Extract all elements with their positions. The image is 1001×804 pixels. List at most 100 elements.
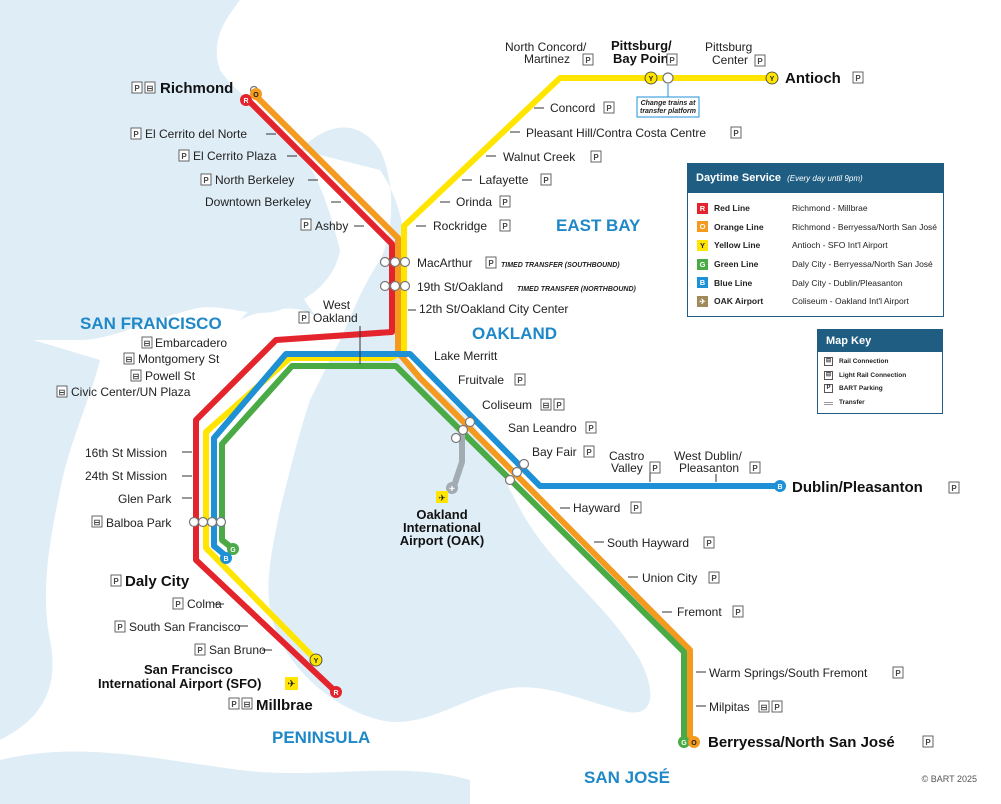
transfer-marker <box>389 256 401 268</box>
svg-text:Ashby: Ashby <box>315 219 348 233</box>
svg-text:Colma: Colma <box>187 597 222 611</box>
line-badge-icon: R <box>697 202 708 214</box>
station-bay-fair[interactable]: Bay Fair P <box>532 445 595 459</box>
svg-text:P: P <box>543 176 549 185</box>
station-ashby[interactable]: P Ashby <box>300 218 348 233</box>
station-macarthur[interactable]: MacArthur P TIMED TRANSFER (SOUTHBOUND) <box>417 256 620 270</box>
station-coliseum[interactable]: Coliseum ⊟ P <box>482 398 565 412</box>
station-montgomery[interactable]: ⊟ Montgomery St <box>123 352 220 366</box>
station-balboa-park[interactable]: ⊟ Balboa Park <box>91 515 172 530</box>
parking-icon: P <box>708 571 720 584</box>
station-dublin-pleasanton[interactable]: Dublin/Pleasanton P <box>792 479 960 496</box>
station-west-oakland[interactable]: West P Oakland <box>298 298 358 325</box>
svg-text:Walnut Creek: Walnut Creek <box>503 150 576 164</box>
station-berryessa[interactable]: Berryessa/North San José P <box>708 734 934 751</box>
svg-text:⊟: ⊟ <box>126 355 133 364</box>
station-west-dublin[interactable]: West Dublin/ Pleasanton P <box>674 449 761 475</box>
parking-icon: P <box>948 481 960 494</box>
svg-text:Rockridge: Rockridge <box>433 219 487 233</box>
station-pittsburg-bay-point[interactable]: Pittsburg/ Bay Point P <box>611 38 678 66</box>
station-orinda[interactable]: Orinda P <box>456 195 511 209</box>
line-badge-icon: B <box>697 277 708 289</box>
svg-text:G: G <box>230 547 236 554</box>
station-san-bruno[interactable]: P San Bruno <box>194 643 266 657</box>
station-el-cerrito-del-norte[interactable]: P El Cerrito del Norte <box>130 127 247 141</box>
svg-text:P: P <box>181 152 187 161</box>
station-pittsburg-center[interactable]: Pittsburg Center P <box>705 40 766 67</box>
rail-connection-icon: ⊟ <box>144 81 156 94</box>
light-rail-icon: ⊟ <box>758 700 770 713</box>
svg-text:P: P <box>134 84 140 93</box>
station-oakland-airport[interactable]: ✈ Oakland International Airport (OAK) <box>400 491 485 548</box>
station-glen-park[interactable]: Glen Park <box>118 492 172 506</box>
svg-text:P: P <box>197 646 203 655</box>
station-pleasant-hill[interactable]: Pleasant Hill/Contra Costa Centre P <box>526 126 742 140</box>
svg-text:P: P <box>133 130 139 139</box>
station-antioch[interactable]: Antioch P <box>785 70 864 87</box>
station-millbrae[interactable]: P ⊟ Millbrae <box>228 697 313 714</box>
parking-icon: P <box>590 150 602 163</box>
station-warm-springs[interactable]: Warm Springs/South Fremont P <box>709 666 904 680</box>
svg-text:P: P <box>733 129 739 138</box>
svg-text:P: P <box>774 703 780 712</box>
svg-text:B: B <box>223 556 228 563</box>
svg-text:Milpitas: Milpitas <box>709 700 750 714</box>
station-12th-st-oakland[interactable]: 12th St/Oakland City Center <box>419 302 568 316</box>
daytime-service-header: Daytime Service (Every day until 9pm) <box>688 164 943 193</box>
transfer-marker <box>511 466 523 478</box>
parking-icon: P <box>200 173 212 186</box>
station-24th-st-mission[interactable]: 24th St Mission <box>85 469 167 483</box>
station-downtown-berkeley[interactable]: Downtown Berkeley <box>205 195 311 209</box>
station-walnut-creek[interactable]: Walnut Creek P <box>503 150 602 164</box>
station-lafayette[interactable]: Lafayette P <box>479 173 552 187</box>
svg-text:⊟: ⊟ <box>543 401 550 410</box>
svg-text:P: P <box>951 484 957 493</box>
svg-text:Pittsburg/: Pittsburg/ <box>611 38 672 53</box>
station-colma[interactable]: P Colma <box>172 597 222 611</box>
badge-green-daly: G <box>227 543 239 555</box>
svg-text:Oakland: Oakland <box>313 311 358 325</box>
station-19th-st-oakland[interactable]: 19th St/Oakland TIMED TRANSFER (NORTHBOU… <box>417 280 637 294</box>
station-south-san-francisco[interactable]: P South San Francisco <box>114 620 241 634</box>
region-labels: SAN FRANCISCO EAST BAY OAKLAND PENINSULA… <box>80 216 670 787</box>
parking-icon: P <box>922 735 934 748</box>
svg-text:Change trains at: Change trains at <box>641 100 697 107</box>
svg-text:Antioch: Antioch <box>785 70 841 87</box>
station-daly-city[interactable]: P Daly City <box>110 573 190 590</box>
light-rail-icon: ⊟ <box>824 370 833 380</box>
station-powell[interactable]: ⊟ Powell St <box>130 369 196 383</box>
station-hayward[interactable]: Hayward P <box>573 501 642 515</box>
svg-text:P: P <box>757 57 763 66</box>
station-rockridge[interactable]: Rockridge P <box>433 219 511 233</box>
station-milpitas[interactable]: Milpitas ⊟ P <box>709 700 783 714</box>
station-concord[interactable]: Concord P <box>550 101 615 115</box>
station-labels[interactable]: P ⊟ Richmond P El Cerrito del Norte P El… <box>56 38 960 751</box>
station-lake-merritt[interactable]: Lake Merritt <box>434 349 498 363</box>
station-el-cerrito-plaza[interactable]: P El Cerrito Plaza <box>178 149 277 163</box>
line-route: Richmond - Berryessa/North San José <box>792 221 938 232</box>
station-north-berkeley[interactable]: P North Berkeley <box>200 173 294 187</box>
station-fremont[interactable]: Fremont P <box>677 605 744 619</box>
parking-icon: P <box>178 149 190 162</box>
parking-icon: P <box>666 53 678 66</box>
station-castro-valley[interactable]: Castro Valley P <box>609 449 661 475</box>
station-sfo[interactable]: San Francisco International Airport (SFO… <box>98 662 298 691</box>
station-union-city[interactable]: Union City P <box>642 571 720 585</box>
station-north-concord[interactable]: North Concord/ Martinez P <box>505 40 594 66</box>
svg-text:International: International <box>403 520 481 535</box>
station-embarcadero[interactable]: ⊟ Embarcadero <box>141 336 227 350</box>
svg-text:B: B <box>777 484 782 491</box>
station-san-leandro[interactable]: San Leandro P <box>508 421 597 435</box>
map-key-row: Transfer <box>818 396 942 410</box>
station-south-hayward[interactable]: South Hayward P <box>607 536 715 550</box>
transfer-marker <box>399 280 411 292</box>
station-fruitvale[interactable]: Fruitvale P <box>458 373 526 387</box>
svg-text:TIMED TRANSFER (NORTHBOUND): TIMED TRANSFER (NORTHBOUND) <box>517 286 637 293</box>
station-16th-st-mission[interactable]: 16th St Mission <box>85 446 167 460</box>
station-richmond[interactable]: P ⊟ Richmond <box>131 80 233 97</box>
parking-icon: P <box>749 461 761 474</box>
svg-text:Warm Springs/South Fremont: Warm Springs/South Fremont <box>709 666 868 680</box>
station-civic-center[interactable]: ⊟ Civic Center/UN Plaza <box>56 385 191 399</box>
svg-text:O: O <box>253 92 259 99</box>
